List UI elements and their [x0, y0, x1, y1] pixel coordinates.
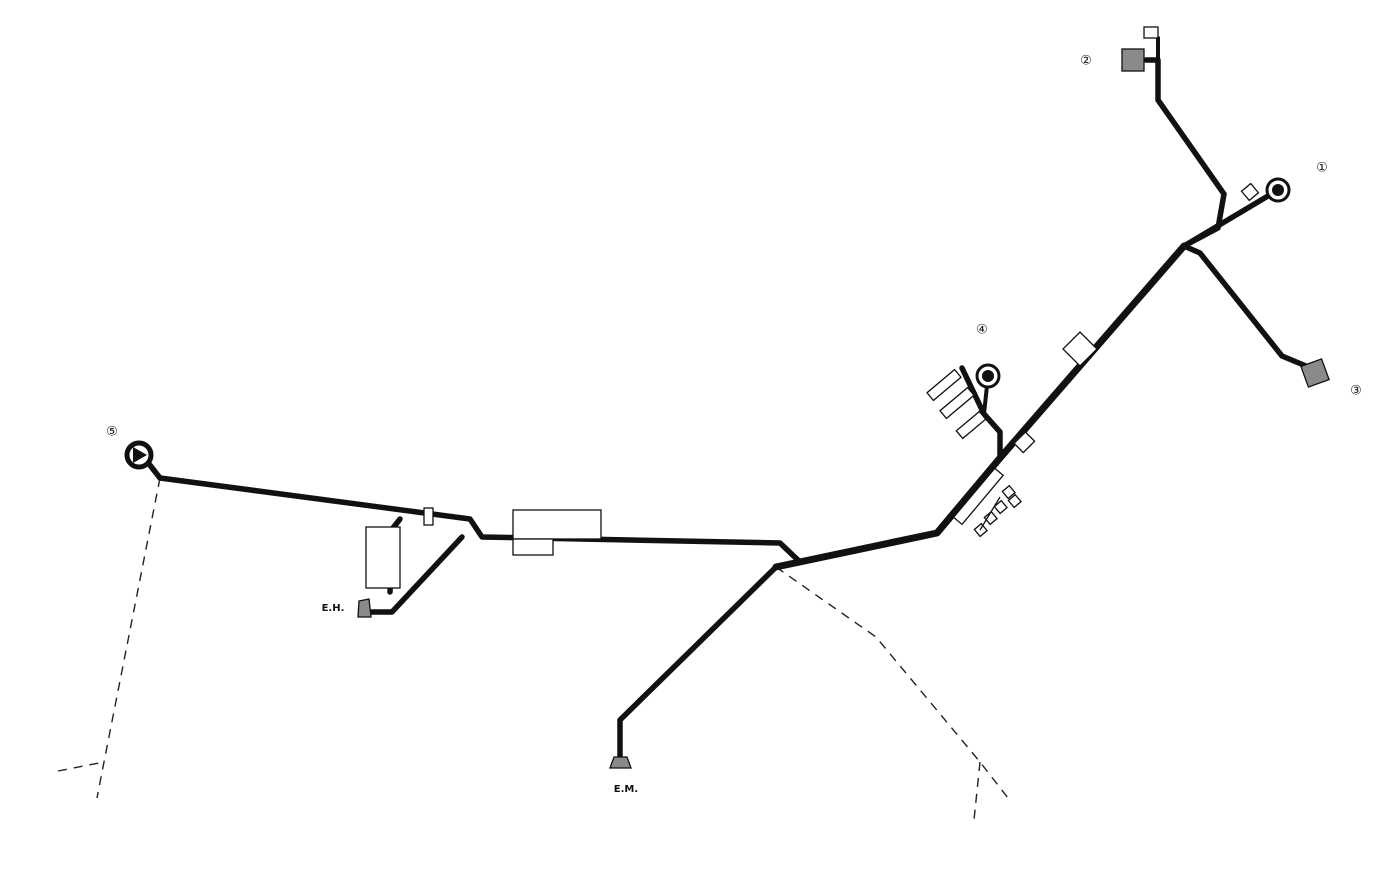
building-west-small	[423, 507, 434, 526]
numbered-markers: ① ② ③ ④ ⑤	[106, 54, 1362, 440]
destination-4-dot	[982, 370, 994, 382]
building-dorm-1	[926, 368, 962, 402]
marker-3: ③	[1350, 384, 1362, 399]
marker-3-label: ③	[1350, 384, 1362, 399]
boundary-line-west	[96, 477, 161, 799]
boundary-line-south-end	[973, 761, 981, 821]
marker-2-label: ②	[1080, 54, 1092, 69]
building-cluster-link	[979, 496, 1001, 531]
marker-4-label: ④	[976, 323, 988, 338]
buildings	[365, 26, 1260, 589]
marker-4: ④	[976, 323, 988, 338]
road-west	[139, 452, 803, 565]
destination-5-triangle	[133, 447, 147, 463]
entrance-eh-gate	[357, 598, 372, 618]
road-eh-connector	[367, 534, 465, 615]
entrance-2-gate	[1121, 48, 1145, 72]
building-dorm-2	[939, 386, 975, 420]
building-spine-square	[1062, 331, 1098, 367]
marker-1: ①	[1316, 161, 1328, 176]
building-cluster-d	[983, 510, 998, 526]
boundary-line-southwest	[57, 761, 105, 772]
building-central-annex	[512, 538, 554, 556]
entrance-3-gate	[1300, 358, 1330, 388]
building-long-strip	[952, 467, 1005, 526]
entrance-em-gate	[609, 756, 632, 769]
road-branch-3	[1181, 243, 1309, 369]
entrances: E.H. E.M.	[322, 48, 1330, 795]
building-spine-small	[1013, 431, 1036, 454]
building-cluster-a	[1001, 484, 1016, 500]
road-branch-4	[959, 365, 1003, 461]
road-branch-2	[1143, 57, 1227, 249]
destination-1-dot	[1272, 184, 1284, 196]
entrance-em-label: E.M.	[614, 784, 638, 795]
building-near-1	[1240, 182, 1260, 202]
marker-2: ②	[1080, 54, 1092, 69]
boundary-lines	[57, 477, 1009, 821]
building-large-central	[512, 509, 602, 540]
marker-1-label: ①	[1316, 161, 1328, 176]
building-near-2	[1143, 26, 1159, 39]
building-west-hall	[365, 526, 401, 589]
entrance-eh-label: E.H.	[322, 603, 345, 614]
building-dorm-3	[955, 410, 987, 440]
building-cluster-b	[1007, 493, 1022, 509]
building-cluster-c	[993, 499, 1008, 515]
marker-5-label: ⑤	[106, 425, 118, 440]
marker-5: ⑤	[106, 425, 118, 440]
destination-symbols	[124, 177, 1291, 470]
road-network	[139, 36, 1309, 759]
road-south	[617, 564, 779, 759]
boundary-line-south	[775, 566, 1009, 799]
